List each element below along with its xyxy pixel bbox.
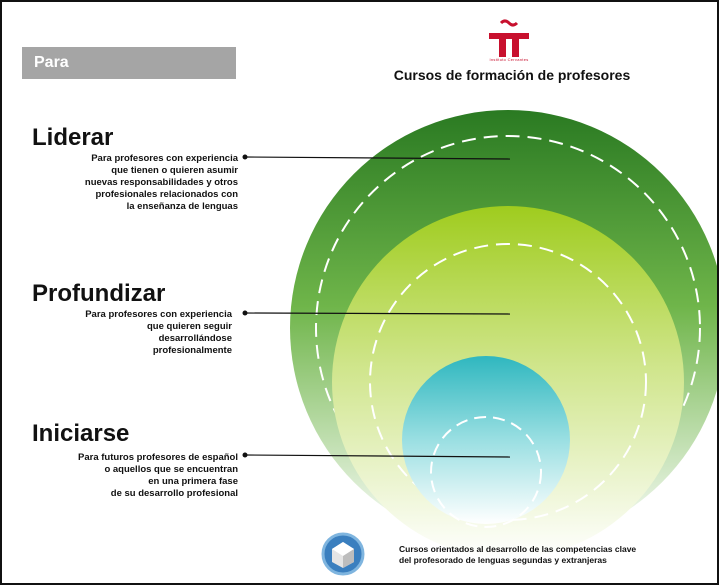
connector-iniciarse: [242, 452, 511, 458]
level-heading-iniciarse: Iniciarse: [32, 420, 130, 447]
legend-line: del profesorado de lenguas segundas y ex…: [399, 555, 607, 565]
description-line: que tienen o quieren asumir: [111, 165, 238, 176]
legend-line: Cursos orientados al desarrollo de las c…: [399, 544, 637, 554]
level-iniciarse-circle: [402, 356, 570, 528]
instituto-cervantes-logo: [489, 19, 529, 57]
connector-liderar: [242, 154, 511, 160]
description-line: Para futuros profesores de español: [78, 452, 238, 463]
level-description-profundizar: Para profesores con experiencia que quie…: [22, 309, 232, 357]
level-heading-liderar: Liderar: [32, 124, 114, 151]
connector-profundizar: [242, 310, 511, 316]
description-line: o aquellos que se encuentran: [104, 464, 238, 475]
description-line: en una primera fase: [148, 476, 238, 487]
level-heading-profundizar: Profundizar: [32, 280, 166, 307]
audience-tag: Para: [22, 47, 236, 79]
description-line: desarrollándose: [158, 333, 232, 344]
logo-caption: Instituto Cervantes: [489, 57, 529, 62]
description-line: Para profesores con experiencia: [91, 153, 238, 164]
description-line: profesionalmente: [152, 345, 232, 356]
description-line: que quieren seguir: [147, 321, 232, 332]
description-line: nuevas responsabilidades y otros: [84, 177, 238, 188]
legend-text: Cursos orientados al desarrollo de las c…: [399, 544, 636, 566]
description-line: de su desarrollo profesional: [110, 488, 238, 499]
course-title: Cursos de formación de profesores: [393, 67, 631, 83]
description-line: Para profesores con experiencia: [85, 309, 232, 320]
description-line: la enseñanza de lenguas: [126, 201, 238, 212]
competencies-wheel-icon: [321, 532, 365, 576]
level-description-liderar: Para profesores con experiencia que tien…: [22, 153, 238, 213]
description-line: profesionales relacionados con: [95, 189, 238, 200]
level-description-iniciarse: Para futuros profesores de español o aqu…: [12, 452, 238, 500]
